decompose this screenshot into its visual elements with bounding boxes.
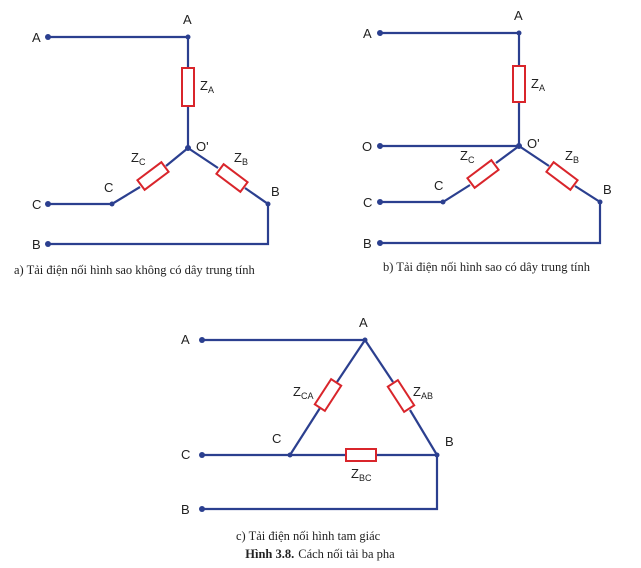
figure-number: Hình 3.8. [245, 547, 294, 561]
resistor-a-zb [215, 162, 249, 194]
label-b-node-O: O' [527, 136, 540, 151]
resistor-b-za [512, 65, 526, 103]
terminal-b-A [377, 30, 383, 36]
node-c-C [287, 452, 293, 458]
label-a-node-B: B [271, 184, 280, 199]
diagram-star-with-neutral: A O C B A O' C B ZA ZC ZB b) Tải điện nố… [362, 8, 612, 274]
wire-c-side-AB-lower [409, 409, 438, 456]
node-b-A [516, 30, 522, 36]
caption-b: b) Tải điện nối hình sao có dây trung tí… [383, 260, 591, 274]
diagram-star-no-neutral: A C B A O' C B ZA ZC ZB a) Tải điện nối … [14, 12, 280, 277]
node-a-A [185, 34, 191, 40]
label-b-terminal-A: A [363, 26, 372, 41]
terminal-c-B [199, 506, 205, 512]
label-c-node-C: C [272, 431, 281, 446]
label-a-node-O: O' [196, 139, 209, 154]
terminal-c-C [199, 452, 205, 458]
resistor-a-za [181, 67, 195, 107]
label-a-terminal-C: C [32, 197, 41, 212]
terminal-a-B [45, 241, 51, 247]
node-a-C [109, 201, 115, 207]
node-a-B [265, 201, 271, 207]
terminal-a-C [45, 201, 51, 207]
diagram-delta: A C B A C B ZCA ZAB ZBC c) Tải điện nối … [181, 315, 454, 543]
wire-c-side-AB-upper [364, 339, 394, 383]
label-a-zb: ZB [234, 150, 248, 167]
resistor-c-zbc [345, 448, 377, 462]
caption-c: c) Tải điện nối hình tam giác [236, 529, 381, 543]
label-b-zc: ZC [460, 148, 475, 165]
terminal-a-A [45, 34, 51, 40]
label-c-zbc: ZBC [351, 466, 372, 483]
wire-c-line-B [202, 455, 439, 511]
resistor-c-zca [313, 377, 343, 413]
label-a-za: ZA [200, 78, 214, 95]
label-b-node-A: A [514, 8, 523, 23]
wire-b-zc-to-center [495, 145, 520, 164]
node-c-B [434, 452, 440, 458]
label-b-terminal-C: C [363, 195, 372, 210]
wire-c-side-AC-upper [336, 339, 366, 383]
label-c-node-A: A [359, 315, 368, 330]
label-c-terminal-C: C [181, 447, 190, 462]
wire-a-line-C [48, 186, 141, 206]
wire-a-line-A [48, 35, 190, 68]
label-a-terminal-A: A [32, 30, 41, 45]
label-a-node-A: A [183, 12, 192, 27]
node-b-O [516, 143, 522, 149]
wire-a-zc-to-center [165, 147, 189, 167]
label-b-za: ZA [531, 76, 545, 93]
node-a-O [185, 145, 191, 151]
resistor-a-zc [136, 160, 170, 192]
figure-title: Cách nối tải ba pha [298, 547, 395, 561]
label-c-node-B: B [445, 434, 454, 449]
label-b-node-B: B [603, 182, 612, 197]
wire-a-line-B [48, 187, 270, 246]
label-b-terminal-O: O [362, 139, 372, 154]
label-c-terminal-B: B [181, 502, 190, 517]
label-a-node-C: C [104, 180, 113, 195]
wire-b-line-B [380, 185, 602, 245]
node-b-C [440, 199, 446, 205]
terminal-c-A [199, 337, 205, 343]
label-c-zab: ZAB [413, 384, 433, 401]
terminal-b-O [377, 143, 383, 149]
resistor-b-zc [466, 158, 500, 190]
terminal-b-B [377, 240, 383, 246]
label-b-zb: ZB [565, 148, 579, 165]
label-a-terminal-B: B [32, 237, 41, 252]
label-c-terminal-A: A [181, 332, 190, 347]
resistor-b-zb [545, 160, 579, 192]
node-b-B [597, 199, 603, 205]
caption-a: a) Tải điện nối hình sao không có dây tr… [14, 263, 255, 277]
label-b-terminal-B: B [363, 236, 372, 251]
wire-b-center-to-zb [518, 145, 550, 167]
wire-b-line-C [380, 184, 471, 204]
terminal-b-C [377, 199, 383, 205]
label-b-node-C: C [434, 178, 443, 193]
wire-c-side-AC-lower [289, 407, 321, 456]
wire-a-center-to-zb [187, 147, 219, 169]
label-c-zca: ZCA [293, 384, 313, 401]
wire-b-line-A [380, 31, 521, 66]
figure-caption: Hình 3.8. Cách nối tải ba pha [245, 547, 395, 561]
node-c-A [362, 337, 368, 343]
label-a-zc: ZC [131, 150, 146, 167]
resistor-c-zab [386, 378, 416, 414]
